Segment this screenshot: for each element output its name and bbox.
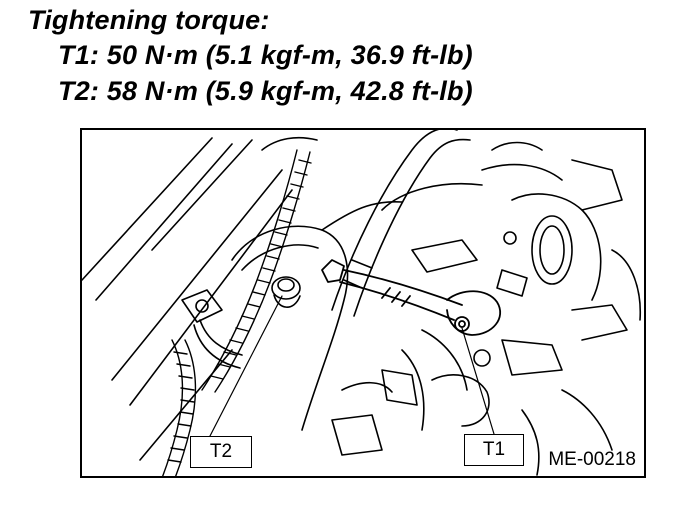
spec-heading: Tightening torque: <box>28 5 270 35</box>
central-pipe <box>331 130 471 317</box>
leader-lines <box>209 295 495 437</box>
figure-code: ME-00218 <box>548 449 636 470</box>
line-drawing <box>82 130 642 476</box>
callout-t2: T2 <box>190 436 252 468</box>
left-body-lines <box>82 137 293 461</box>
hose-fitting <box>181 289 243 369</box>
mount-housing <box>231 200 403 431</box>
right-components <box>261 136 642 476</box>
torque-rod <box>321 259 502 336</box>
callout-t1: T1 <box>464 434 524 466</box>
t1-torque-value: T1: 50 N·m (5.1 kgf-m, 36.9 ft-lb) <box>58 40 473 70</box>
t2-torque-value: T2: 58 N·m (5.9 kgf-m, 42.8 ft-lb) <box>58 76 473 106</box>
engine-mount-illustration: T2 T1 ME-00218 <box>80 128 646 478</box>
